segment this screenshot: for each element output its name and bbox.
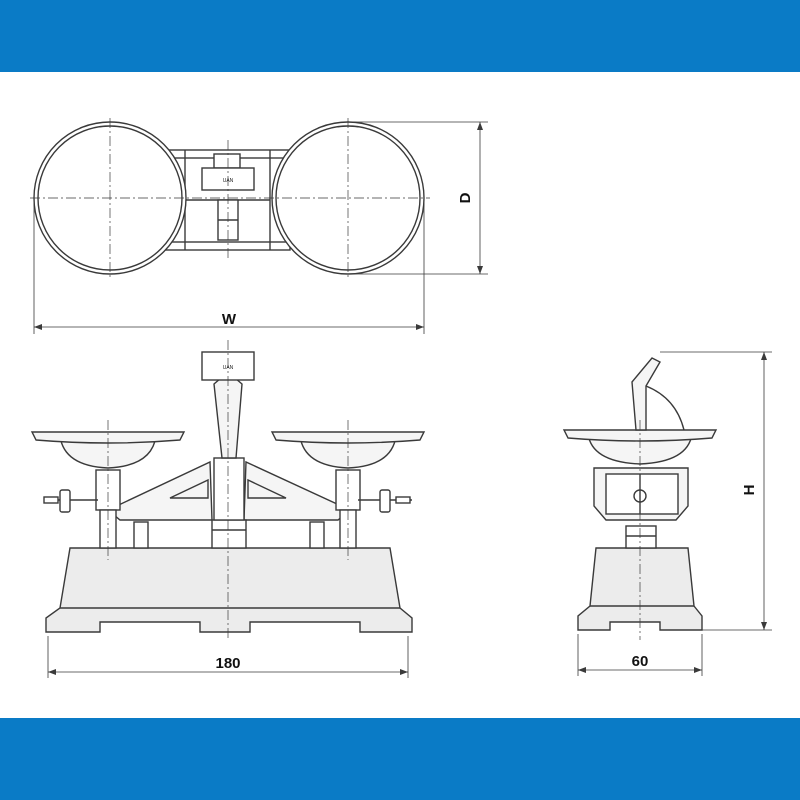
side-depth-dimension	[577, 634, 703, 676]
depth-label: D	[457, 192, 474, 203]
height-label: H	[741, 485, 758, 496]
side-view: H 60	[562, 351, 772, 676]
width-label: W	[222, 311, 237, 328]
top-blue-band	[0, 0, 800, 72]
front-width-label: 180	[215, 655, 240, 672]
bottom-blue-band	[0, 718, 800, 800]
front-base	[45, 547, 413, 633]
right-adjust-knob	[358, 489, 412, 513]
top-view: UAN D W	[30, 118, 488, 334]
front-width-dimension	[47, 636, 409, 678]
left-adjust-knob	[43, 489, 98, 513]
side-pan	[562, 429, 718, 442]
depth-dimension	[350, 121, 488, 275]
width-dimension	[33, 200, 425, 334]
side-depth-label: 60	[632, 653, 649, 670]
front-view: UAN	[30, 340, 426, 678]
height-dimension	[660, 351, 772, 631]
